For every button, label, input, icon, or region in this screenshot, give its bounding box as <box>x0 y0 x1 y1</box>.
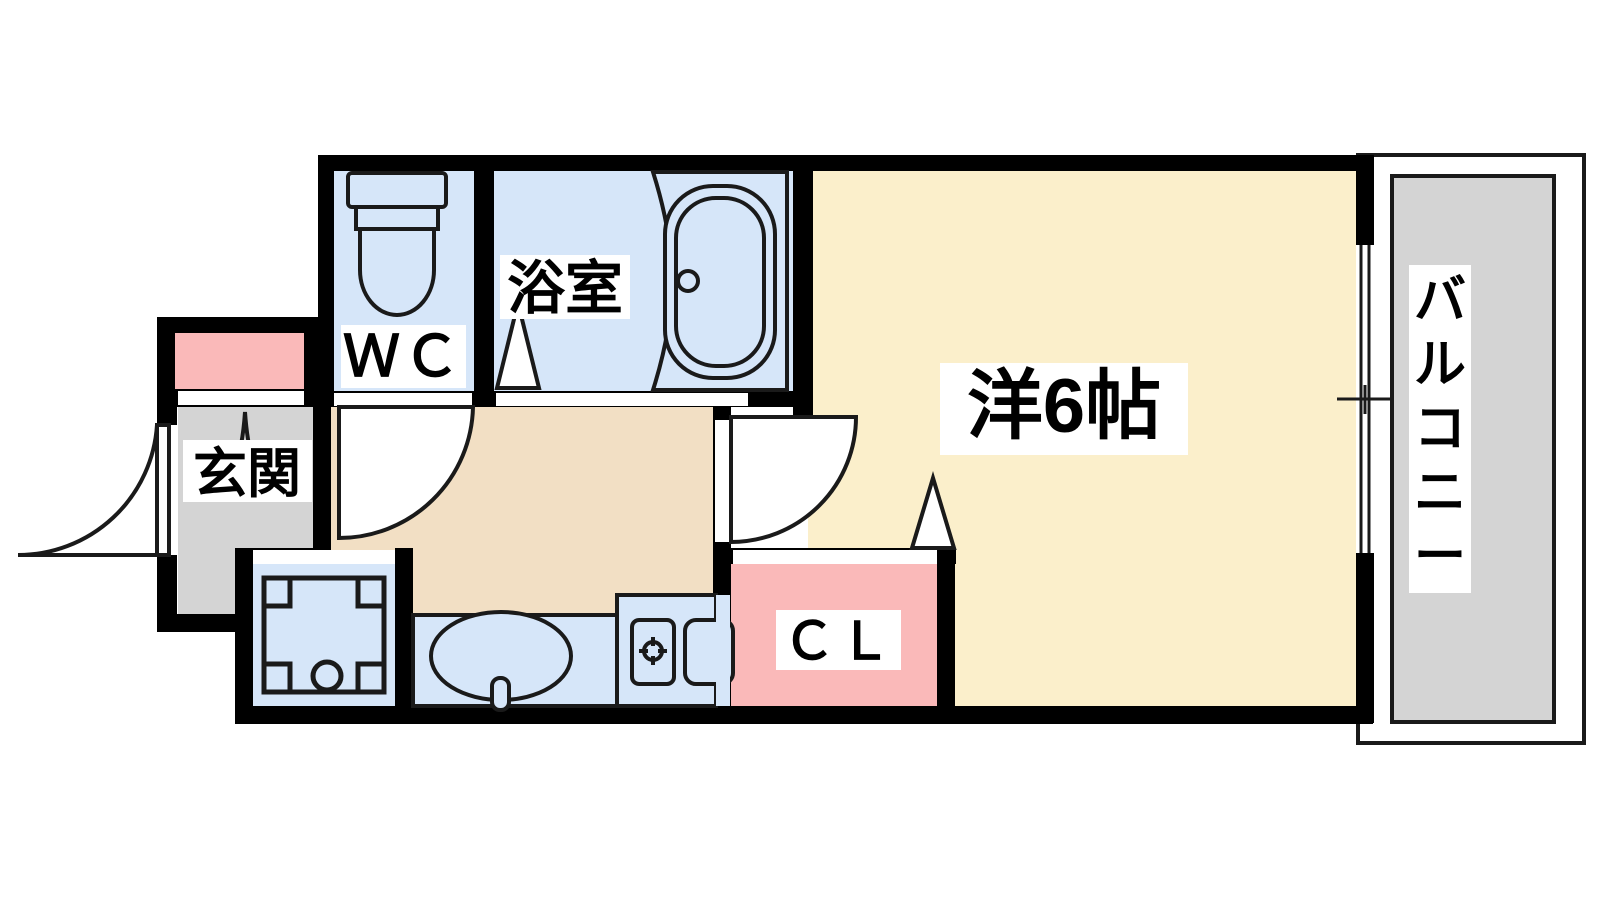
main-room-label: 洋6帖 <box>967 364 1161 449</box>
washer-notch-bl <box>264 661 293 692</box>
washer-drain <box>310 659 344 693</box>
bathroom-label-halo <box>500 255 630 319</box>
wall-shoebox-right <box>304 317 322 407</box>
folding-door-markers <box>494 302 957 550</box>
wall-top-outer <box>318 155 1372 171</box>
closet-label-halo <box>776 610 901 670</box>
balcony-label-char-0: バ <box>1414 272 1466 330</box>
room-door-swing[interactable] <box>729 415 859 545</box>
closet-label-group: ＣＬ <box>776 610 901 671</box>
washer-pan-base <box>253 564 395 706</box>
door-openings <box>159 391 937 564</box>
opening-wc <box>334 393 472 406</box>
balcony-label-char-4: ー <box>1414 528 1466 586</box>
wall-bath-right <box>793 155 813 417</box>
wall-wc-bath <box>474 155 494 407</box>
toilet-cistern <box>346 171 448 209</box>
toilet-icon <box>346 171 448 317</box>
toilet-bowl <box>358 227 436 317</box>
wall-shoebox-left <box>157 317 175 407</box>
wall-closet-right <box>937 548 955 724</box>
kitchen-sink-icon <box>615 593 735 708</box>
bathtub-icon <box>650 170 789 392</box>
opening-shoebox <box>178 391 304 405</box>
entrance-door-leaf[interactable] <box>155 423 171 557</box>
toilet-label-group: ＷＣ <box>341 325 466 389</box>
wall-washer-left <box>235 548 253 724</box>
washing-machine-icon <box>253 564 395 706</box>
balcony-label-char-2: コ <box>1414 400 1466 458</box>
opening-closet <box>733 550 937 564</box>
wall-genkan-bottom <box>157 614 239 632</box>
washbasin-faucet <box>490 676 511 712</box>
wall-washer-bottom <box>235 706 413 724</box>
entrance-label-halo <box>183 440 312 502</box>
main-room-label-group: 洋6帖 <box>940 363 1188 455</box>
balcony-label-char-1: ル <box>1414 336 1466 394</box>
toilet-label-halo <box>341 325 466 388</box>
wall-kitchen-bottom <box>395 706 735 724</box>
bathroom-label-group: 浴室 <box>500 255 630 321</box>
entrance-door-swing[interactable] <box>17 424 159 558</box>
door-swings <box>17 405 859 558</box>
entrance-label: 玄関 <box>193 444 301 504</box>
bathroom-label: 浴室 <box>507 256 623 321</box>
bathtub-inner <box>674 196 766 368</box>
washer-notch-tl <box>264 578 293 609</box>
wall-room-right-upper <box>1356 155 1374 245</box>
opening-room <box>715 420 731 542</box>
entrance-label-group: 玄関 <box>183 440 312 504</box>
balcony-label-halo <box>1409 265 1471 593</box>
wall-shoebox-top <box>157 317 322 333</box>
wall-room-right-lower <box>1356 553 1374 723</box>
bathtub-drain <box>676 269 700 293</box>
closet-label: ＣＬ <box>783 613 895 671</box>
kitchen-counter-extension <box>716 595 730 706</box>
balcony-label-group: バ ル コ ニ ー <box>1409 265 1471 593</box>
shoe-box <box>175 333 308 389</box>
opening-washer <box>253 550 395 564</box>
balcony-sliding-window[interactable] <box>1337 245 1390 553</box>
washbasin-icon <box>411 610 619 712</box>
opening-bath <box>496 393 748 406</box>
washer-notch-br <box>355 661 384 692</box>
washer-notch-tr <box>355 578 384 609</box>
wall-bottom-outer <box>713 706 1373 724</box>
toilet-label: ＷＣ <box>343 325 463 389</box>
toilet-door-swing[interactable] <box>337 405 476 541</box>
wall-genkan-right <box>313 404 331 556</box>
balcony-label-char-3: ニ <box>1414 464 1466 522</box>
wall-washer-right <box>395 548 413 724</box>
toilet-cistern-base <box>354 205 440 231</box>
main-room-label-halo <box>940 363 1188 455</box>
bathroom-folding-door-icon[interactable] <box>494 302 542 390</box>
closet-folding-door-icon[interactable] <box>909 471 957 550</box>
